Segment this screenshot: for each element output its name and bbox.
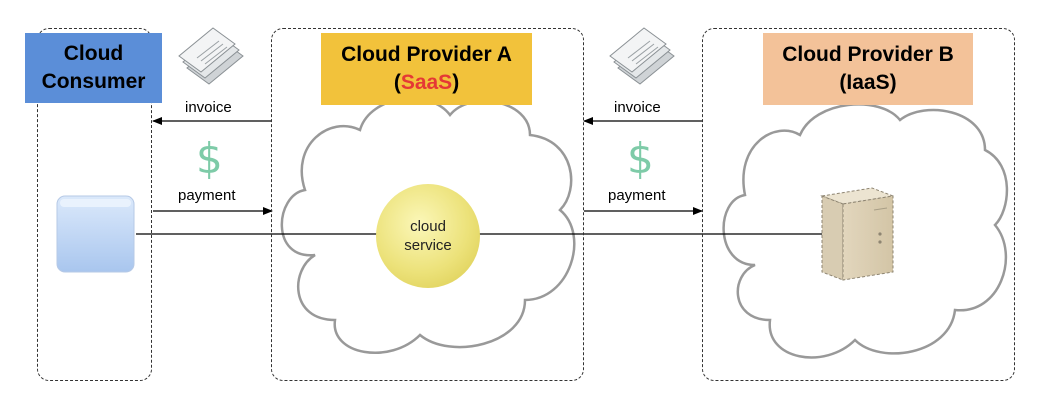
invoice-label-left: invoice: [185, 99, 232, 116]
payment-label-left: payment: [178, 187, 236, 204]
saas-label: SaaS: [400, 71, 453, 94]
provider-b-title-line2: (IaaS): [839, 71, 897, 94]
payment-label-right: payment: [608, 187, 666, 204]
close-paren: ): [452, 71, 460, 94]
dollar-icon-left: $: [196, 134, 223, 183]
cloud-service-line2: service: [404, 237, 452, 254]
cloud-consumer-zone: [37, 28, 152, 381]
document-stack-icon: [178, 27, 244, 85]
provider-b-title-line1: Cloud Provider B: [782, 43, 954, 66]
cloud-provider-b-zone: [702, 28, 1015, 381]
open-paren: (: [393, 71, 401, 94]
cloud-consumer-title: Cloud Consumer: [25, 33, 162, 103]
cloud-provider-a-zone: [271, 28, 584, 381]
cloud-service-line1: cloud: [410, 218, 446, 235]
dollar-icon-right: $: [627, 134, 654, 183]
cloud-provider-a-title: Cloud Provider A (SaaS): [321, 33, 532, 105]
consumer-title-line1: Cloud: [63, 42, 124, 65]
cloud-provider-b-title: Cloud Provider B (IaaS): [763, 33, 973, 105]
invoice-label-right: invoice: [614, 99, 661, 116]
document-stack-icon: [609, 27, 675, 85]
user-device-icon: [56, 195, 135, 273]
provider-a-service-model: (SaaS): [321, 69, 532, 97]
cloud-service-node: cloud service: [376, 184, 480, 288]
provider-a-title-line1: Cloud Provider A: [341, 43, 512, 66]
server-tower-icon: [820, 187, 895, 281]
consumer-title-line2: Consumer: [41, 70, 146, 93]
